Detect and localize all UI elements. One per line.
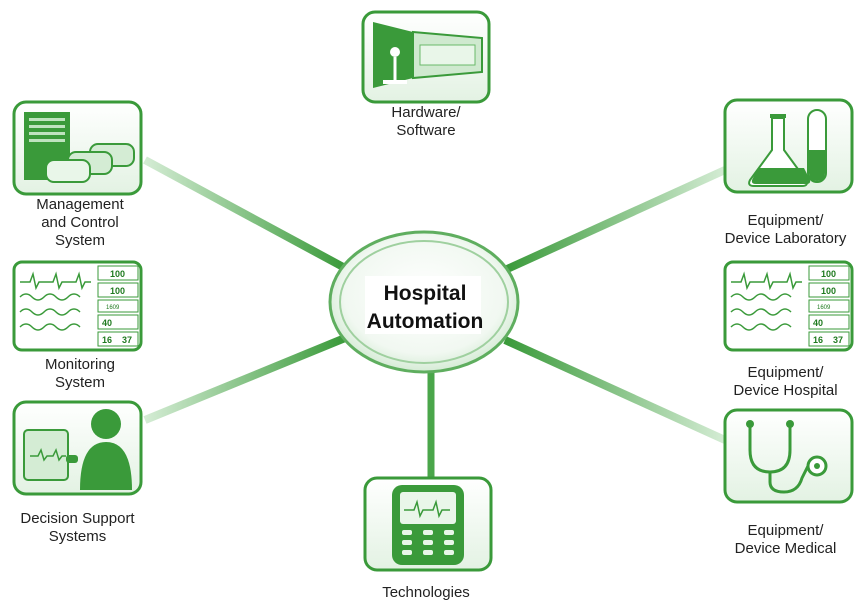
decision-support-node (12, 400, 143, 496)
monitoring-label: Monitoring System (10, 356, 150, 392)
connectors (143, 110, 727, 480)
equipment-medical-node (723, 408, 854, 504)
connector-medical (503, 336, 727, 444)
management-control-node (12, 100, 143, 196)
hub-title: Hospital Automation (355, 280, 495, 336)
equipment-laboratory-node (723, 98, 854, 194)
label-line: and Control (41, 214, 119, 231)
handheld-device-icon (392, 485, 464, 565)
label-line: System (54, 374, 105, 391)
label-line: Hardware/ (391, 104, 461, 121)
label-line: Decision Support (20, 510, 135, 527)
hub-title-line-2: Automation (366, 310, 484, 333)
reading-4: 40 (102, 318, 112, 328)
label-line: Device Hospital (733, 382, 838, 399)
label-line: Equipment/ (747, 212, 824, 229)
label-line: Systems (48, 528, 107, 545)
label-line: Technologies (382, 584, 470, 601)
reading-4: 40 (813, 318, 823, 328)
reading-2: 100 (110, 286, 125, 296)
reading-1: 100 (110, 269, 125, 279)
server-storage-icon (24, 112, 135, 183)
patient-monitor-icon: 100 100 1609 40 16 37 (730, 265, 850, 347)
reading-6: 37 (833, 335, 843, 345)
label-line: Device Medical (734, 540, 837, 557)
hub (328, 230, 520, 374)
label-line: Equipment/ (747, 522, 824, 539)
computer-monitor-icon (373, 22, 483, 88)
reading-5: 16 (102, 335, 112, 345)
reading-6: 37 (122, 335, 132, 345)
reading-2: 100 (821, 286, 836, 296)
label-line: Equipment/ (747, 364, 824, 381)
label-line: Software (396, 122, 456, 139)
management-control-label: Management and Control System (10, 196, 150, 250)
label-line: Management (36, 196, 124, 213)
lab-flask-icon (748, 109, 827, 187)
equipment-laboratory-label: Equipment/ Device Laboratory (708, 212, 863, 248)
hardware-software-node (361, 10, 491, 104)
label-line: Monitoring (44, 356, 116, 373)
clinician-tablet-icon (23, 409, 132, 490)
reading-1: 100 (821, 269, 836, 279)
label-line: Device Laboratory (724, 230, 847, 247)
connector-management (143, 156, 347, 272)
patient-monitor-icon: 100 100 1609 40 16 37 (19, 265, 139, 347)
reading-3: 1609 (106, 305, 120, 311)
label-line: System (54, 232, 105, 249)
stethoscope-icon (746, 420, 828, 494)
technologies-node (363, 476, 493, 572)
technologies-label: Technologies (361, 584, 491, 602)
equipment-hospital-node: 100 100 1609 40 16 37 (723, 260, 854, 352)
equipment-hospital-label: Equipment/ Device Hospital (708, 364, 863, 400)
hardware-software-label: Hardware/ Software (371, 104, 481, 140)
reading-5: 16 (813, 335, 823, 345)
reading-3: 1609 (817, 305, 831, 311)
connector-decision (143, 334, 347, 424)
monitoring-node: 100 100 1609 40 16 37 (12, 260, 143, 352)
hub-title-line-1: Hospital (383, 282, 467, 305)
equipment-medical-label: Equipment/ Device Medical (708, 522, 863, 558)
decision-support-label: Decision Support Systems (0, 510, 155, 546)
connector-laboratory (503, 166, 727, 274)
